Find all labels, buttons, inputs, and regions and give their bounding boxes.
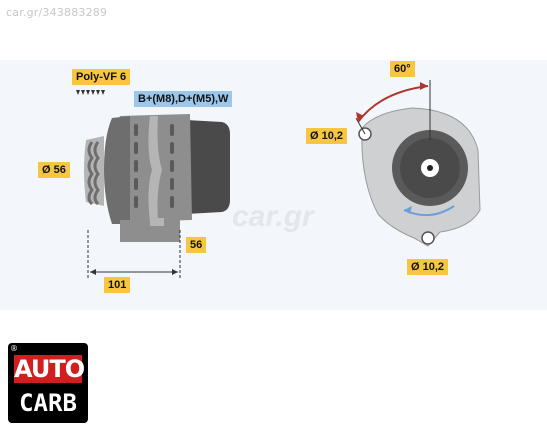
rotation-arrow-head [404,206,412,214]
upper-hole-label: Ø 10,2 [306,128,348,144]
terminals-label: B+(M8),D+(M5),W [134,91,233,107]
angle-arrow-head [420,82,428,90]
shaft [427,165,433,171]
rear-cover [186,120,230,214]
alternator-side-view [76,90,230,278]
front-housing [104,116,130,224]
center-rib [148,116,162,222]
registered-mark: ® [10,344,18,353]
logo-text-top: AUTO [14,355,85,383]
watermark-text: car.gr/343883289 [6,6,108,19]
watermark-center: car.gr [232,200,316,233]
length-101-label: 101 [104,277,131,293]
autocarb-logo: ® AUTO CARB [8,343,88,423]
pulley-diameter-label: Ø 56 [38,162,70,178]
width-56-label: 56 [186,237,207,253]
angle-arrow-head [356,112,364,122]
poly-v-belt-icon [76,90,105,95]
arrow-head [90,269,96,275]
lower-mount-hole [421,231,435,245]
mount-foot [120,220,180,242]
lower-hole-label: Ø 10,2 [407,259,449,275]
belt-type-label: Poly-VF 6 [72,69,131,85]
alternator-front-view [355,80,481,247]
foot-boss [150,218,164,226]
pulley-grooves-2 [93,141,100,206]
angle-label: 60° [390,61,415,77]
pulley-grooves [87,141,94,206]
cooling-vents [134,124,174,208]
angle-line [355,117,366,135]
logo-text-bottom: CARB [19,389,77,417]
arrow-head [172,269,178,275]
